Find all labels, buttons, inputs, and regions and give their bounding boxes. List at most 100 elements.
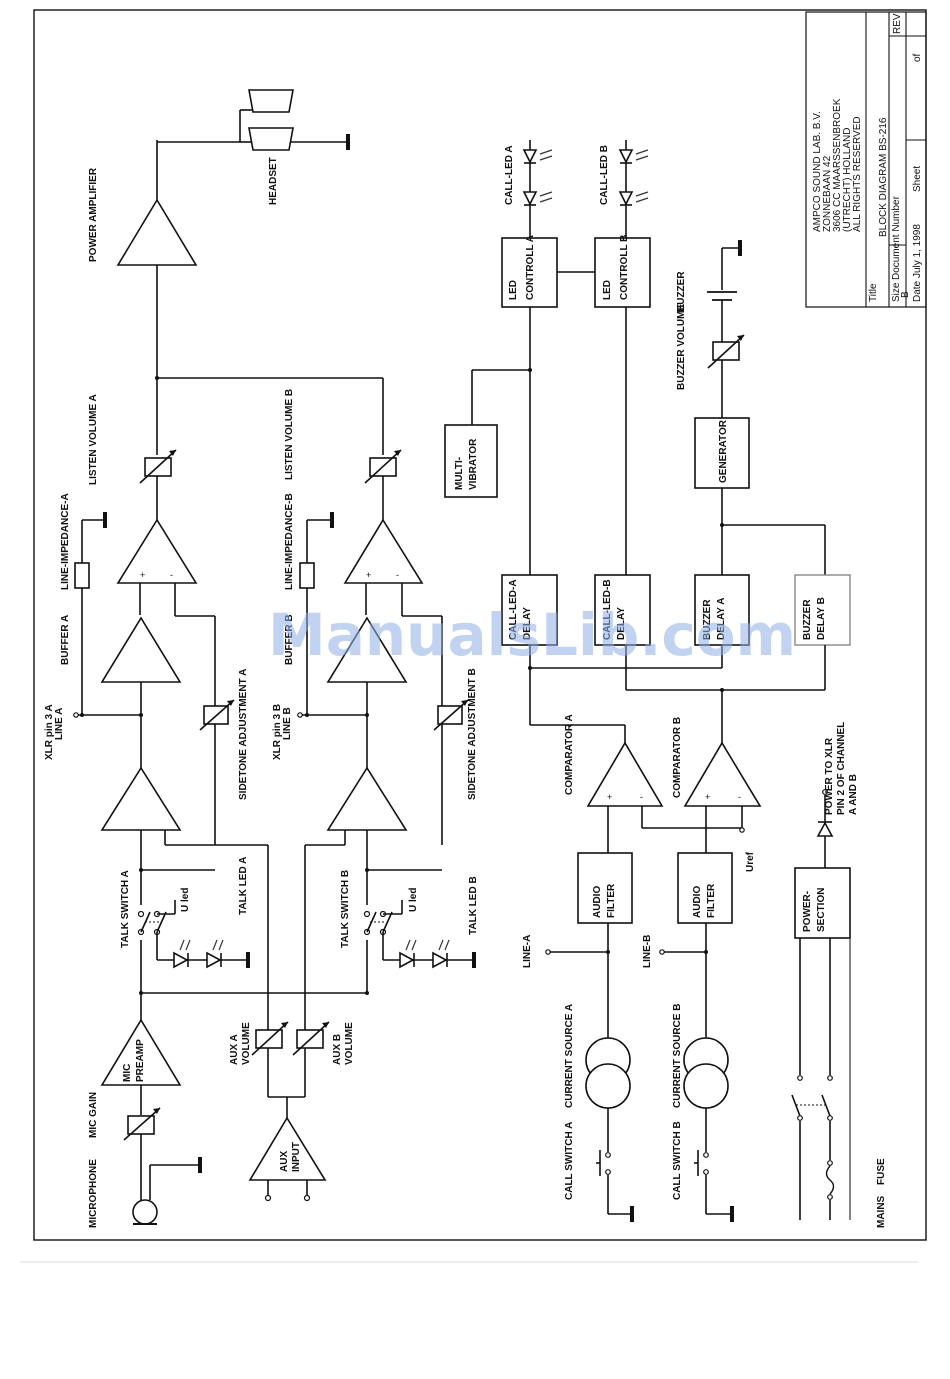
- sidetone-b-label: SIDETONE ADJUSTMENT B: [467, 668, 478, 800]
- title-label: Title: [868, 283, 879, 302]
- current-source-b-icon: [683, 1037, 729, 1109]
- mic-gain-pot: [123, 1107, 161, 1141]
- power-to-xlr-label-1: POWER TO XLR: [824, 737, 835, 815]
- audio-filter-b-block: [677, 852, 733, 924]
- call-switch-a-icon: [596, 1108, 634, 1222]
- line-driver-b: [326, 766, 408, 831]
- uref-label: Uref: [745, 851, 756, 872]
- headset-icon: [239, 89, 350, 151]
- power-section-label-1: POWER-: [802, 891, 813, 932]
- led-controll-a-label-1: LED: [508, 280, 519, 300]
- channel-a-path: HEADSET POWER AMPLIFIER LISTEN VOLUME A …: [44, 89, 384, 1228]
- led-controll-b-block: [594, 237, 651, 308]
- multivibrator-label-2: VIBRATOR: [468, 438, 479, 490]
- xlr-a-label-1: XLR pin 3 A: [44, 704, 55, 760]
- mains-label: MAINS: [876, 1195, 887, 1228]
- talk-led-a-label: TALK LED A: [238, 857, 249, 915]
- listen-volume-b-pot: [364, 449, 402, 484]
- generator-label: GENERATOR: [718, 419, 729, 483]
- svg-text:+: +: [607, 792, 612, 802]
- call-led-b-label: CALL-LED B: [599, 145, 610, 205]
- power-section: POWER TO XLR PIN 2 OF CHANNEL A AND B PO…: [791, 722, 887, 1228]
- current-source-b-label: CURRENT SOURCE B: [672, 1004, 683, 1108]
- rev-label: REV: [892, 13, 903, 34]
- svg-text:+: +: [140, 570, 145, 580]
- call-led-a-icon: [522, 140, 553, 238]
- audio-filter-b-label-2: FILTER: [706, 883, 717, 918]
- listen-volume-b-label: LISTEN VOLUME B: [284, 389, 295, 480]
- date-label: Date: [912, 280, 923, 302]
- document-number-label: Document Number: [891, 195, 902, 280]
- audio-filter-a-label-2: FILTER: [606, 883, 617, 918]
- uled-a-label: U led: [180, 888, 191, 912]
- comparator-b: [683, 741, 762, 807]
- company-line-4: (UTRECHT) HOLLAND: [842, 128, 853, 232]
- comparator-a-label: COMPARATOR A: [564, 714, 575, 795]
- uled-b-label: U led: [408, 888, 419, 912]
- current-source-a-label: CURRENT SOURCE A: [564, 1004, 575, 1108]
- svg-text:-: -: [396, 570, 399, 580]
- output-amp-b: [343, 518, 424, 584]
- generator-block: [694, 417, 750, 489]
- microphone-icon: [132, 1199, 158, 1225]
- of-label: of: [912, 53, 923, 62]
- microphone-label: MICROPHONE: [88, 1159, 99, 1228]
- talk-led-a-icon: [156, 932, 250, 969]
- power-diode-icon: [816, 821, 834, 837]
- size-label: Size: [891, 282, 902, 302]
- talk-led-b-label: TALK LED B: [468, 876, 479, 935]
- line-impedance-a-label: LINE-IMPEDANCE-A: [60, 493, 71, 590]
- date-value: July 1, 1998: [912, 224, 923, 278]
- line-impedance-a-resistor: [74, 562, 90, 589]
- company-line-2: ZONNEBAAN 42: [822, 155, 833, 232]
- company-line-1: AMPCO SOUND LAB. B.V.: [812, 111, 823, 232]
- xlr-a-label-2: LINE A: [54, 708, 65, 740]
- call-led-a-label: CALL-LED A: [504, 145, 515, 205]
- power-amplifier-label: POWER AMPLIFIER: [88, 167, 99, 262]
- line-driver-a: [100, 766, 182, 831]
- aux-a-volume-pot: [251, 1021, 289, 1056]
- sheet-label: Sheet: [912, 166, 923, 192]
- buzzer-icon: [707, 240, 742, 342]
- call-led-b-delay-label-2: DELAY: [616, 607, 627, 640]
- line-impedance-b-resistor: [299, 562, 315, 589]
- buzzer-delay-b-label-2: DELAY B: [816, 597, 827, 640]
- led-controll-a-label-2: CONTROLL A: [525, 235, 536, 300]
- call-led-b-delay-label-1: CALL-LED-B: [602, 579, 613, 640]
- call-led-b-delay-block: [594, 574, 651, 646]
- channel-b-path: LISTEN VOLUME B +- LINE-IMPEDANCE-B BUFF…: [229, 389, 479, 1202]
- aux-input-label-1: AUX: [279, 1151, 290, 1172]
- output-amp-a: [116, 518, 198, 584]
- line-a-label: LINE-A: [522, 935, 533, 968]
- led-controll-b-label-1: LED: [602, 280, 613, 300]
- call-led-a-delay-label-1: CALL-LED-A: [508, 579, 519, 640]
- current-source-a-icon: [585, 1037, 631, 1109]
- fuse-label: FUSE: [876, 1158, 887, 1185]
- listen-volume-a-label: LISTEN VOLUME A: [88, 394, 99, 485]
- power-section-label-2: SECTION: [816, 888, 827, 932]
- svg-text:+: +: [366, 570, 371, 580]
- sidetone-a-label: SIDETONE ADJUSTMENT A: [238, 669, 249, 800]
- xlr-b-label-1: XLR pin 3 B: [272, 704, 283, 760]
- sidetone-b-pot: [433, 699, 469, 731]
- buzzer-delay-a-label-2: DELAY A: [716, 598, 727, 640]
- audio-filter-a-block: [577, 852, 633, 924]
- xlr-b-label-2: LINE B: [282, 707, 293, 740]
- svg-text:-: -: [738, 792, 741, 802]
- audio-filter-a-label-1: AUDIO: [592, 886, 603, 918]
- aux-a-label-2: VOLUME: [241, 1022, 252, 1065]
- aux-b-label-1: AUX B: [332, 1034, 343, 1065]
- svg-text:+: +: [705, 792, 710, 802]
- call-led-a-delay-label-2: DELAY: [522, 607, 533, 640]
- buzzer-delay-a-label-1: BUZZER: [702, 599, 713, 640]
- buzzer-volume-label: BUZZER VOLUME: [676, 304, 687, 390]
- svg-text:-: -: [640, 792, 643, 802]
- buzzer-volume-pot: [707, 334, 745, 369]
- power-amplifier: [116, 198, 198, 266]
- line-impedance-b-label: LINE-IMPEDANCE-B: [284, 493, 295, 590]
- talk-switch-a-label: TALK SWITCH A: [120, 870, 131, 948]
- aux-input-label-2: INPUT: [291, 1142, 302, 1172]
- led-controll-b-label-2: CONTROLL B: [619, 235, 630, 300]
- fuse-icon: [825, 1165, 835, 1195]
